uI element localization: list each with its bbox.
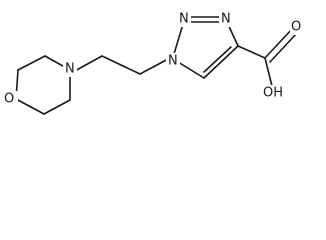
- bond-n-ch2: [72, 55, 103, 73]
- atom-label-hydroxyl: OH: [263, 86, 283, 101]
- atom-label-morpholine-oxygen: O: [4, 92, 14, 107]
- bond-c5-n1: [177, 61, 205, 79]
- atom-label-triazole-n1: N: [168, 54, 178, 69]
- bond-c-o-double-b: [269, 32, 298, 63]
- chemical-structure-diagram: O N N N N O OH: [4, 11, 302, 115]
- bond-c4-c5-double: [203, 46, 232, 73]
- atom-label-morpholine-nitrogen: N: [65, 62, 75, 77]
- bond-ch2-triazole: [139, 57, 171, 75]
- bond-ch2-ch2: [101, 55, 141, 75]
- bond-c1-c2: [17, 55, 46, 71]
- atom-label-triazole-n2: N: [179, 12, 189, 27]
- bond-c-o-double-a: [264, 28, 293, 59]
- bond-c4-o: [15, 98, 45, 115]
- atom-label-carbonyl-oxygen: O: [291, 20, 301, 35]
- morpholine-ring: [15, 55, 71, 115]
- bond-c4-c5: [203, 45, 239, 79]
- bond-c-oh: [264, 57, 273, 87]
- atom-label-triazole-n3: N: [221, 12, 231, 27]
- bond-c3-c4: [43, 99, 71, 115]
- bond-n1-n2: [173, 23, 184, 55]
- carboxylic-acid-group: [237, 28, 298, 87]
- ethyl-linker: [72, 55, 171, 75]
- bond-c4-cooh: [237, 45, 266, 59]
